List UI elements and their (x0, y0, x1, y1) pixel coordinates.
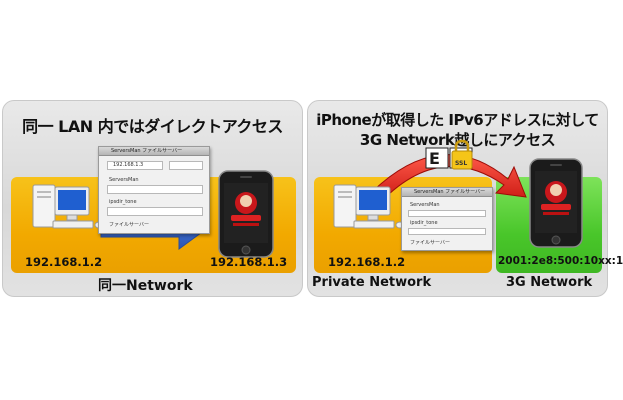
window-field-3 (107, 185, 203, 194)
pc-icon (32, 184, 104, 229)
right-diagram-panel: iPhoneが取得した IPv6アドレスに対して 3G Network越しにアク… (307, 100, 623, 297)
window-row-1: ServersMan (410, 202, 440, 208)
pc-ip-address: 192.168.1.2 (328, 255, 406, 269)
window-row-3: ファイルサーバー (109, 222, 149, 228)
iphone-icon (218, 170, 274, 258)
right-diagram-graphics: E L SSL (333, 139, 583, 248)
3g-access-arrow (362, 154, 527, 208)
window-row-1: ServersMan (109, 177, 139, 183)
3g-network-label: 3G Network (506, 275, 593, 290)
phone-ip-address: 192.168.1.3 (210, 255, 288, 269)
window-field-2 (408, 228, 486, 235)
ssl-label: SSL (455, 160, 467, 167)
private-network-label: Private Network (312, 275, 432, 290)
window-row-3: ファイルサーバー (410, 240, 450, 246)
pc-ip-address: 192.168.1.2 (25, 255, 103, 269)
ssl-lock-icon (451, 139, 473, 170)
window-ip-field (107, 161, 163, 170)
window-field-1 (408, 210, 486, 217)
window-field-4 (107, 207, 203, 216)
window-ip-value: 192.168.1.3 (113, 162, 144, 168)
right-panel-title-line1: iPhoneが取得した IPv6アドレスに対して (316, 111, 599, 129)
left-diagram-panel: 同一 LAN 内ではダイレクトアクセス (2, 100, 303, 297)
phone-ipv6-address: 2001:2e8:500:10xx:1 (498, 255, 623, 267)
window-title-bar: ServersMan ファイルサーバー (99, 147, 209, 156)
svg-text:E: E (429, 149, 440, 168)
left-panel-title: 同一 LAN 内ではダイレクトアクセス (22, 117, 283, 136)
window-row-2: ipsdir_tone (109, 199, 137, 205)
pc-icon (333, 184, 405, 229)
same-network-label: 同一Network (98, 278, 193, 294)
iphone-icon (529, 158, 583, 248)
window-title-bar: ServersMan ファイルサーバー (402, 188, 492, 197)
app-window-screenshot: ServersMan ファイルサーバー ServersMan ipsdir_to… (401, 187, 493, 251)
window-row-2: ipsdir_tone (410, 220, 438, 226)
app-window-screenshot: ServersMan ファイルサーバー 192.168.1.3 ServersM… (98, 146, 210, 234)
right-panel-title-line2: 3G Network越しにアクセス (359, 131, 556, 149)
window-field-2 (169, 161, 203, 170)
